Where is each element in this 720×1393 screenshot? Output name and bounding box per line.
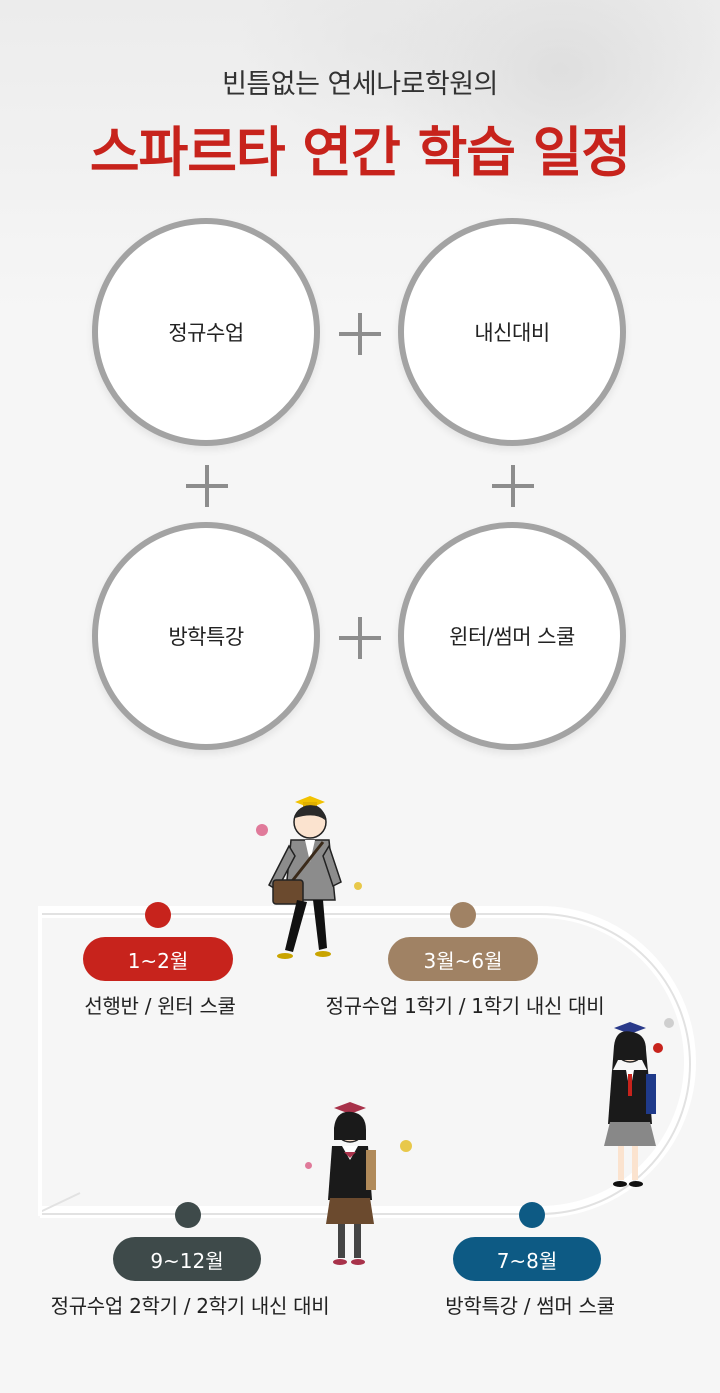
student-girl-illustration xyxy=(604,1022,656,1187)
circle-label: 정규수업 xyxy=(168,321,244,345)
period-description: 선행반 / 윈터 스쿨 xyxy=(84,994,236,1018)
student-boy-illustration xyxy=(268,796,342,959)
timeline-dot xyxy=(450,902,476,928)
flower-icon xyxy=(653,1043,663,1053)
circle-regular-class: 정규수업 xyxy=(92,218,320,446)
flower-icon xyxy=(256,824,268,836)
circle-label: 내신대비 xyxy=(474,321,550,345)
circle-label: 윈터/썸머 스쿨 xyxy=(449,625,575,649)
period-badge: 7~8월 xyxy=(453,1237,601,1281)
flower-icon xyxy=(354,882,362,890)
page-title: 스파르타 연간 학습 일정 xyxy=(89,121,631,184)
period-badge: 9~12월 xyxy=(113,1237,261,1281)
page-subtitle: 빈틈없는 연세나로학원의 xyxy=(222,69,498,100)
plus-icon xyxy=(492,465,534,507)
circle-exam-prep: 내신대비 xyxy=(398,218,626,446)
circle-vacation-special: 방학특강 xyxy=(92,522,320,750)
period-description: 정규수업 1학기 / 1학기 내신 대비 xyxy=(325,994,605,1018)
flower-icon xyxy=(400,1140,412,1152)
timeline-dot xyxy=(145,902,171,928)
circle-winter-summer-school: 윈터/썸머 스쿨 xyxy=(398,522,626,750)
flower-icon xyxy=(664,1018,674,1028)
timeline-dot xyxy=(519,1202,545,1228)
student-girl-illustration xyxy=(326,1102,376,1265)
period-description: 정규수업 2학기 / 2학기 내신 대비 xyxy=(50,1294,330,1318)
plus-icon xyxy=(339,313,381,355)
plus-icon xyxy=(186,465,228,507)
period-badge: 3월~6월 xyxy=(388,937,538,981)
plus-icon xyxy=(339,617,381,659)
circle-label: 방학특강 xyxy=(168,625,244,649)
period-description: 방학특강 / 썸머 스쿨 xyxy=(445,1294,615,1318)
flower-icon xyxy=(305,1162,312,1169)
period-badge: 1~2월 xyxy=(83,937,233,981)
timeline-dot xyxy=(175,1202,201,1228)
